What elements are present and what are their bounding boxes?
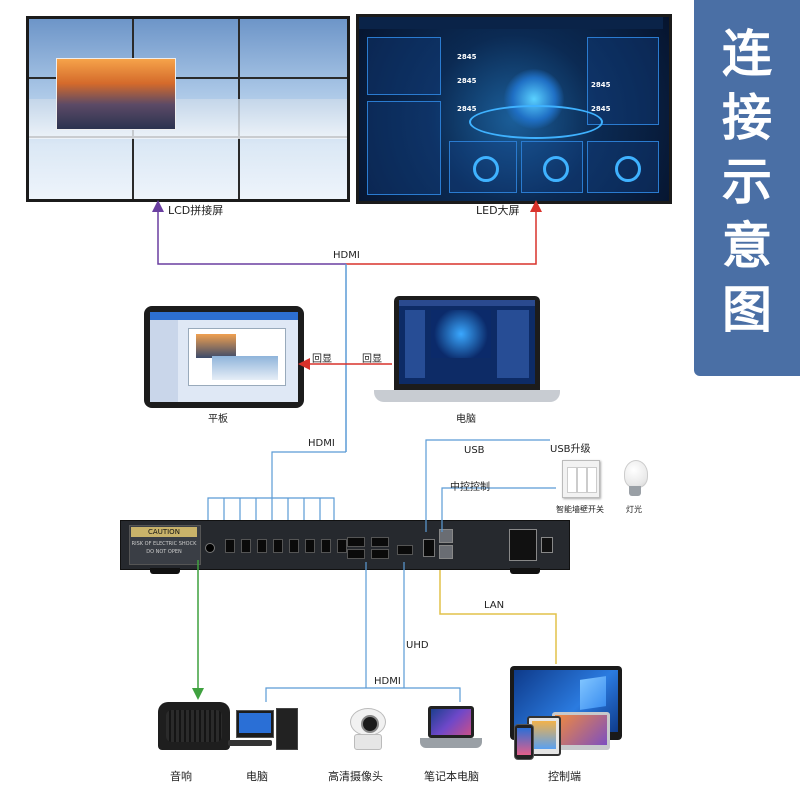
speaker-label: 音响: [170, 770, 192, 783]
lcd-inset-image: [56, 58, 176, 130]
caution-label: CAUTION: [131, 527, 197, 537]
controller-foot-right: [510, 568, 540, 574]
hdmi-mid-label: HDMI: [308, 438, 335, 449]
diagram-title: 连接示意图: [694, 22, 800, 342]
central-control-line: [441, 487, 556, 532]
light-bulb-icon: [624, 460, 648, 488]
central-control-label: 中控控制: [450, 482, 490, 493]
tablet-screen: [150, 312, 298, 402]
echo-right-label: 回显: [362, 354, 382, 365]
desktop-monitor-icon: [236, 710, 274, 738]
led-stat-5: 2845: [591, 105, 611, 113]
led-stat-2: 2845: [457, 77, 477, 85]
caution-sub-1: RISK OF ELECTRIC SHOCK: [131, 541, 197, 547]
led-big-screen: 2845 2845 2845 2845 2845: [356, 14, 672, 204]
control-phone-icon: [514, 724, 534, 760]
uhd-label: UHD: [406, 640, 429, 651]
computer-top-screen: [399, 300, 535, 384]
controller-device: CAUTION RISK OF ELECTRIC SHOCK DO NOT OP…: [120, 520, 570, 570]
computer-top-label: 电脑: [456, 414, 476, 425]
led-stat-1: 2845: [457, 53, 477, 61]
lcd-label: LCD拼接屏: [168, 204, 224, 217]
laptop-base: [420, 738, 482, 748]
led-stat-3: 2845: [457, 105, 477, 113]
camera-icon: [350, 708, 386, 736]
echo-left-label: 回显: [312, 354, 332, 365]
control-laptop-icon: [552, 712, 610, 750]
laptop-icon: [428, 706, 474, 738]
hdmi-inputs-bus: [271, 451, 346, 498]
laptop-label: 笔记本电脑: [424, 770, 479, 783]
usb-upgrade-label: USB升级: [550, 444, 591, 455]
smart-switch-label: 智能墙壁开关: [556, 505, 604, 514]
hdmi-bottom-bus: [265, 687, 461, 702]
hdmi-to-lcd-line: [152, 200, 346, 265]
computer-bottom-label: 电脑: [246, 770, 268, 783]
title-text: 连接示意图: [722, 25, 772, 339]
desktop-tower-icon: [276, 708, 298, 750]
usb-line: [425, 439, 550, 532]
hdmi-top-label: HDMI: [333, 250, 360, 261]
lan-label: LAN: [484, 600, 505, 611]
lcd-splice-screen: [26, 16, 350, 202]
title-panel: 连接示意图: [694, 0, 800, 376]
controller-foot-left: [150, 568, 180, 574]
smart-switch-icon: [562, 460, 600, 498]
usb-label: USB: [464, 445, 485, 456]
led-stat-4: 2845: [591, 81, 611, 89]
lan-line: [439, 570, 557, 664]
hdmi-bottom-label: HDMI: [374, 676, 401, 687]
hdmi-to-led-line: [346, 200, 542, 265]
camera-label: 高清摄像头: [328, 770, 383, 783]
camera-base: [354, 734, 382, 750]
tablet-label: 平板: [208, 414, 228, 425]
control-terminal-label: 控制端: [548, 770, 581, 783]
light-label: 灯光: [626, 505, 642, 514]
speaker-icon: [158, 702, 230, 750]
light-bulb-base: [629, 486, 641, 496]
caution-sub-2: DO NOT OPEN: [146, 549, 182, 555]
keyboard-icon: [228, 740, 272, 746]
led-label: LED大屏: [476, 204, 520, 217]
computer-top-base: [374, 390, 560, 402]
